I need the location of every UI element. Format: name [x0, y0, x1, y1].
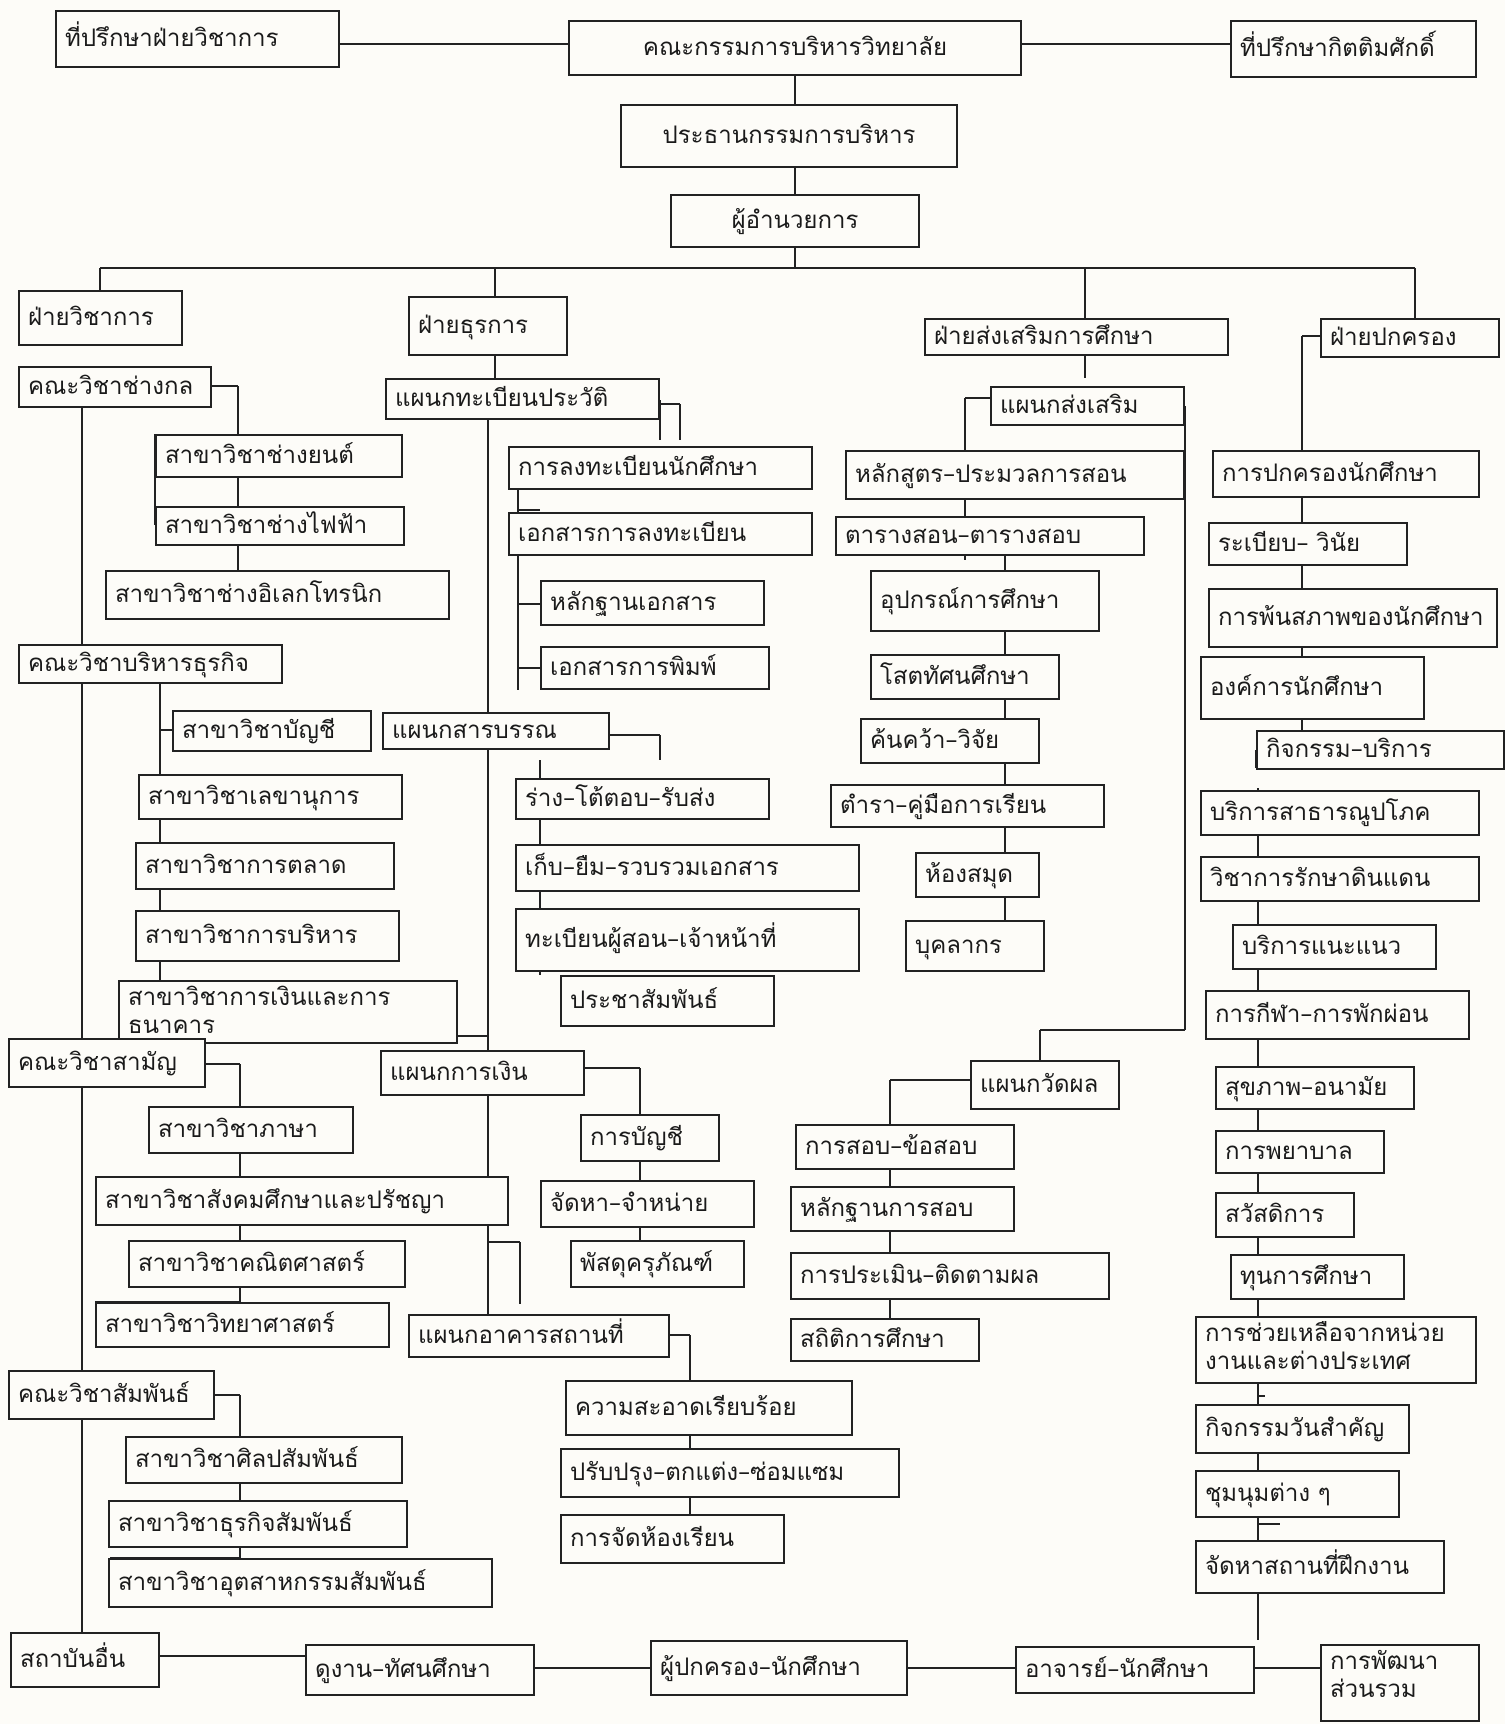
- program-box: สาขาวิชาอุตสาหกรรมสัมพันธ์: [108, 1558, 493, 1608]
- activity-item: จัดหาสถานที่ฝึกงาน: [1195, 1540, 1445, 1594]
- section-item: โสตทัศนศึกษา: [870, 654, 1060, 700]
- program-box: สาขาวิชาช่างไฟฟ้า: [155, 506, 405, 546]
- program-box: สาขาวิชาการเงินและการธนาคาร: [118, 980, 458, 1044]
- faculty-business: คณะวิชาบริหารธุรกิจ: [18, 644, 283, 684]
- governance-item: การพ้นสภาพของนักศึกษา: [1208, 588, 1498, 648]
- academic-division-box: ฝ่ายวิชาการ: [18, 290, 183, 346]
- program-box: สาขาวิชาภาษา: [148, 1106, 354, 1154]
- section-item: บุคลากร: [905, 920, 1045, 972]
- section-item: การลงทะเบียนนักศึกษา: [508, 446, 813, 490]
- governance-item: องค์การนักศึกษา: [1200, 656, 1425, 720]
- section-item: ร่าง–โต้ตอบ–รับส่ง: [515, 778, 770, 820]
- section-finance: แผนกการเงิน: [380, 1050, 585, 1096]
- faculty-mechanical: คณะวิชาช่างกล: [18, 366, 212, 408]
- board-box: คณะกรรมการบริหารวิทยาลัย: [568, 20, 1022, 76]
- academic-advisor-box: ที่ปรึกษาฝ่ายวิชาการ: [55, 10, 340, 68]
- section-item: เก็บ–ยืม–รวบรวมเอกสาร: [515, 844, 860, 892]
- program-box: สาขาวิชาศิลปสัมพันธ์: [125, 1436, 403, 1484]
- section-item: ตำรา–คู่มือการเรียน: [830, 784, 1105, 828]
- section-item: ประชาสัมพันธ์: [560, 975, 775, 1027]
- section-registration: แผนกทะเบียนประวัติ: [385, 378, 660, 420]
- director-box: ผู้อำนวยการ: [670, 194, 920, 248]
- faculty-relations: คณะวิชาสัมพันธ์: [8, 1370, 215, 1420]
- section-item: การบัญชี: [580, 1114, 720, 1162]
- section-item: หลักฐานเอกสาร: [540, 580, 765, 626]
- activity-item: สุขภาพ–อนามัย: [1215, 1066, 1415, 1110]
- parents-students-box: ผู้ปกครอง–นักศึกษา: [650, 1640, 908, 1696]
- section-item: การประเมิน–ติดตามผล: [790, 1252, 1110, 1300]
- section-promotion: แผนกส่งเสริม: [990, 386, 1185, 426]
- section-item: การจัดห้องเรียน: [560, 1514, 785, 1564]
- section-item: ค้นคว้า–วิจัย: [860, 718, 1040, 764]
- program-box: สาขาวิชาการตลาด: [135, 842, 395, 890]
- governance-division-box: ฝ่ายปกครอง: [1320, 318, 1500, 358]
- section-item: พัสดุครุภัณฑ์: [570, 1240, 745, 1288]
- program-box: สาขาวิชาช่างยนต์: [155, 434, 403, 478]
- activity-item: วิชาการรักษาดินแดน: [1200, 856, 1480, 902]
- overall-development-box: การพัฒนาส่วนรวม: [1320, 1644, 1480, 1722]
- program-box: สาขาวิชาคณิตศาสตร์: [128, 1240, 406, 1288]
- activity-item: ชุมนุมต่าง ๆ: [1195, 1470, 1400, 1518]
- section-buildings: แผนกอาคารสถานที่: [408, 1314, 670, 1358]
- governance-item: ระเบียบ– วินัย: [1208, 522, 1408, 566]
- section-item: การสอบ–ข้อสอบ: [795, 1124, 1015, 1170]
- study-tour-box: ดูงาน–ทัศนศึกษา: [305, 1644, 535, 1696]
- activity-item: การช่วยเหลือจากหน่วยงานและต่างประเทศ: [1195, 1316, 1477, 1384]
- section-item: อุปกรณ์การศึกษา: [870, 570, 1100, 632]
- program-box: สาขาวิชาวิทยาศาสตร์: [95, 1302, 390, 1348]
- section-item: ความสะอาดเรียบร้อย: [565, 1380, 853, 1436]
- other-institutions-box: สถาบันอื่น: [10, 1632, 160, 1688]
- activity-item: ทุนการศึกษา: [1230, 1254, 1405, 1300]
- section-item: ทะเบียนผู้สอน–เจ้าหน้าที่: [515, 908, 860, 972]
- program-box: สาขาวิชาช่างอิเลกโทรนิก: [105, 570, 450, 620]
- admin-division-box: ฝ่ายธุรการ: [408, 296, 568, 356]
- activity-service-box: กิจกรรม–บริการ: [1256, 730, 1505, 770]
- activity-item: สวัสดิการ: [1215, 1192, 1355, 1238]
- program-box: สาขาวิชาสังคมศึกษาและปรัชญา: [95, 1176, 509, 1226]
- promotion-division-box: ฝ่ายส่งเสริมการศึกษา: [924, 318, 1229, 356]
- honorary-advisor-box: ที่ปรึกษากิตติมศักดิ์: [1230, 20, 1477, 78]
- program-box: สาขาวิชาเลขานุการ: [138, 774, 403, 820]
- section-item: หลักฐานการสอบ: [790, 1186, 1015, 1232]
- section-item: ตารางสอน–ตารางสอบ: [835, 516, 1145, 556]
- section-item: เอกสารการลงทะเบียน: [508, 512, 813, 556]
- section-item: ปรับปรุง–ตกแต่ง–ซ่อมแซม: [560, 1448, 900, 1498]
- activity-item: กิจกรรมวันสำคัญ: [1195, 1404, 1410, 1454]
- chairman-box: ประธานกรรมการบริหาร: [620, 104, 958, 168]
- section-item: ห้องสมุด: [915, 852, 1040, 898]
- section-item: จัดหา–จำหน่าย: [540, 1180, 755, 1228]
- section-item: หลักสูตร–ประมวลการสอน: [845, 450, 1185, 500]
- program-box: สาขาวิชาบัญชี: [172, 710, 372, 752]
- teachers-students-box: อาจารย์–นักศึกษา: [1015, 1646, 1255, 1694]
- section-item: เอกสารการพิมพ์: [540, 646, 770, 690]
- activity-item: บริการสาธารณูปโภค: [1200, 790, 1480, 836]
- activity-item: บริการแนะแนว: [1232, 924, 1437, 970]
- section-evaluation: แผนกวัดผล: [970, 1060, 1120, 1110]
- activity-item: การพยาบาล: [1215, 1130, 1385, 1174]
- faculty-general: คณะวิชาสามัญ: [8, 1038, 206, 1088]
- program-box: สาขาวิชาการบริหาร: [135, 910, 400, 962]
- section-correspondence: แผนกสารบรรณ: [382, 712, 610, 750]
- program-box: สาขาวิชาธุรกิจสัมพันธ์: [108, 1500, 408, 1548]
- section-item: สถิติการศึกษา: [790, 1318, 980, 1362]
- activity-item: การกีฬา–การพักผ่อน: [1205, 990, 1470, 1040]
- student-governance-box: การปกครองนักศึกษา: [1212, 450, 1480, 498]
